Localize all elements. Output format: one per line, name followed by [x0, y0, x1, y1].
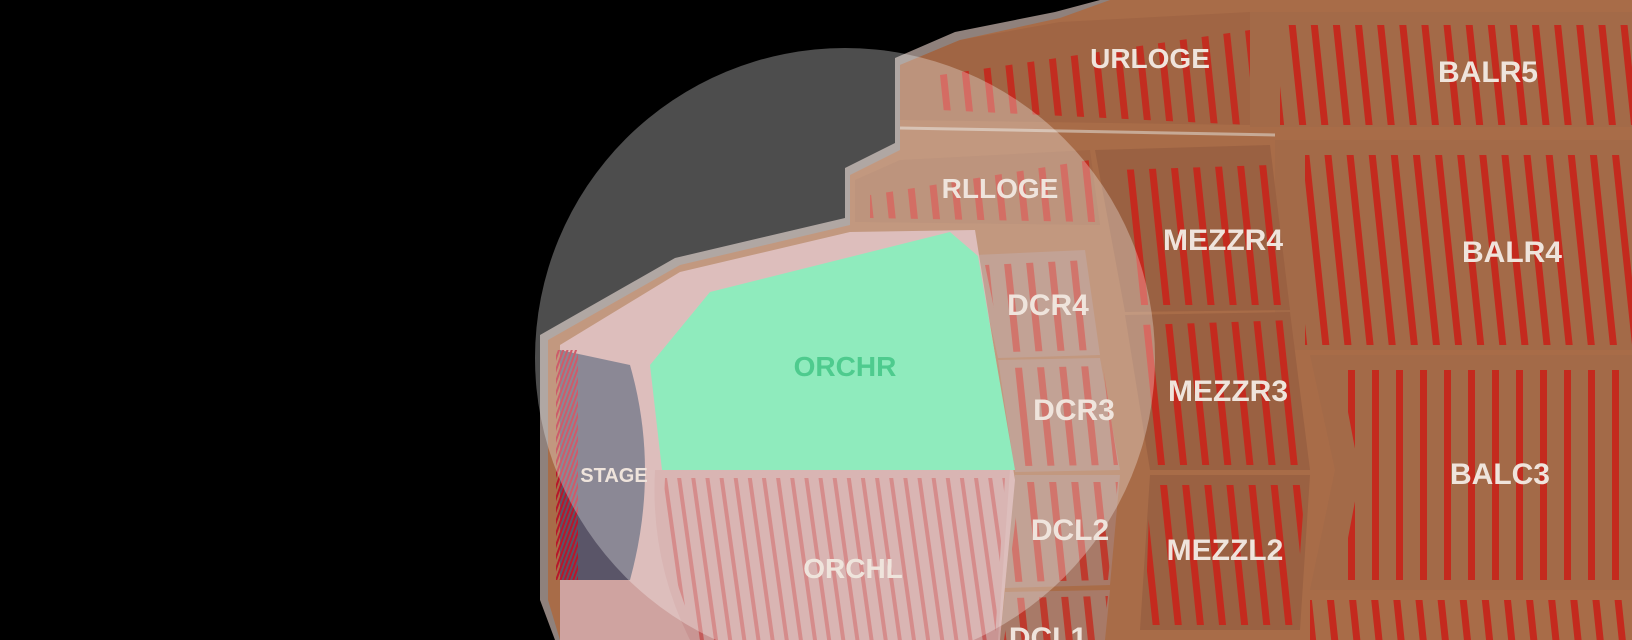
section-balc3[interactable] — [1310, 355, 1632, 590]
section-balr5[interactable] — [1250, 12, 1632, 127]
section-dcl2[interactable] — [1005, 475, 1120, 588]
section-urloge[interactable] — [900, 12, 1250, 125]
section-mezzl2[interactable] — [1140, 475, 1310, 630]
label-rlloge: RLLOGE — [942, 173, 1059, 204]
label-mezzr4: MEZZR4 — [1163, 224, 1283, 257]
label-balr4: BALR4 — [1462, 236, 1562, 269]
section-dcr3[interactable] — [998, 358, 1120, 472]
section-balr4[interactable] — [1275, 140, 1632, 350]
label-stage: STAGE — [580, 465, 647, 487]
label-dcr3: DCR3 — [1033, 394, 1115, 427]
label-dcl1: DCL1 — [1009, 622, 1087, 640]
label-urloge: URLOGE — [1090, 43, 1210, 74]
section-dcl1[interactable] — [1000, 590, 1110, 640]
label-dcl2: DCL2 — [1031, 514, 1109, 547]
label-dcr4: DCR4 — [1007, 289, 1089, 322]
spotlight-overlay — [535, 48, 1155, 640]
label-mezzr3: MEZZR3 — [1168, 375, 1288, 408]
section-orchl[interactable] — [654, 470, 1010, 640]
stage — [556, 350, 645, 580]
label-orchl: ORCHL — [803, 553, 903, 584]
label-orchr: ORCHR — [794, 351, 897, 382]
section-orchr[interactable] — [650, 232, 1015, 470]
balcony-lower-rows — [1310, 600, 1632, 640]
section-mezzr3[interactable] — [1125, 312, 1310, 470]
label-balc3: BALC3 — [1450, 458, 1550, 491]
section-rlloge[interactable] — [855, 150, 1100, 225]
section-dcr4[interactable] — [975, 250, 1100, 358]
label-mezzl2: MEZZL2 — [1167, 534, 1284, 567]
section-mezzr4[interactable] — [1095, 145, 1290, 312]
label-balr5: BALR5 — [1438, 56, 1538, 89]
